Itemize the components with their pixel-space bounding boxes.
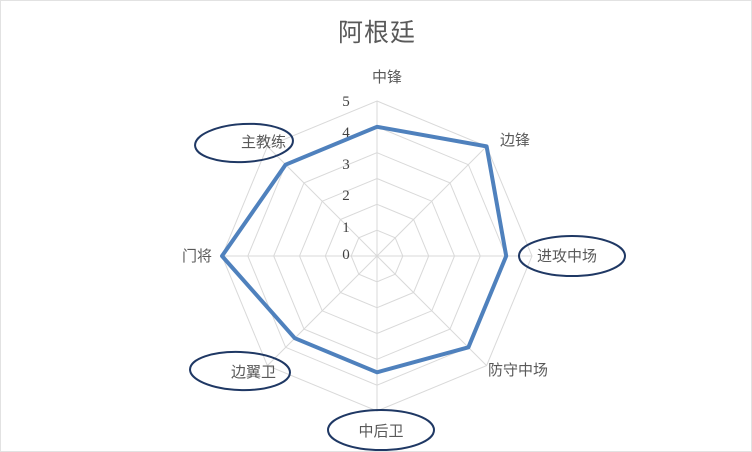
axis-label-winger: 边锋 xyxy=(500,132,530,149)
chart-title: 阿根廷 xyxy=(337,20,416,47)
spoke-axis-1 xyxy=(376,146,487,257)
annotation-ellipses xyxy=(189,122,626,451)
axis-label-defensive-midfielder: 防守中场 xyxy=(488,362,548,379)
spoke-axis-5 xyxy=(267,255,378,366)
series-polygon-argentina xyxy=(220,124,509,375)
tick-label-4: 4 xyxy=(342,125,350,141)
axis-label-attacking-midfielder: 进攻中场 xyxy=(537,248,597,265)
annotation-ellipse-wing-back xyxy=(189,350,291,392)
spoke-axis-7 xyxy=(267,146,378,257)
axis-label-center-back: 中后卫 xyxy=(358,423,403,440)
annotation-ellipse-attacking-midfielder xyxy=(518,235,626,277)
tick-label-3: 3 xyxy=(342,157,350,173)
tick-label-1: 1 xyxy=(342,220,350,236)
axis-label-center-forward: 中锋 xyxy=(372,69,402,86)
spoke-axis-3 xyxy=(376,255,487,366)
axis-label-goalkeeper: 门将 xyxy=(182,248,212,265)
annotation-ellipse-head-coach xyxy=(194,122,294,164)
axis-category-labels: 中锋 边锋 进攻中场 防守中场 中后卫 边翼卫 门将 主教练 xyxy=(182,69,597,440)
axis-label-head-coach: 主教练 xyxy=(241,134,286,151)
radial-tick-labels: 5 4 3 2 1 0 xyxy=(342,94,350,263)
axis-label-wing-back: 边翼卫 xyxy=(231,364,276,381)
annotation-ellipse-center-back xyxy=(327,409,435,451)
tick-label-2: 2 xyxy=(342,188,350,204)
tick-label-5: 5 xyxy=(342,94,350,110)
tick-label-0: 0 xyxy=(342,247,350,263)
